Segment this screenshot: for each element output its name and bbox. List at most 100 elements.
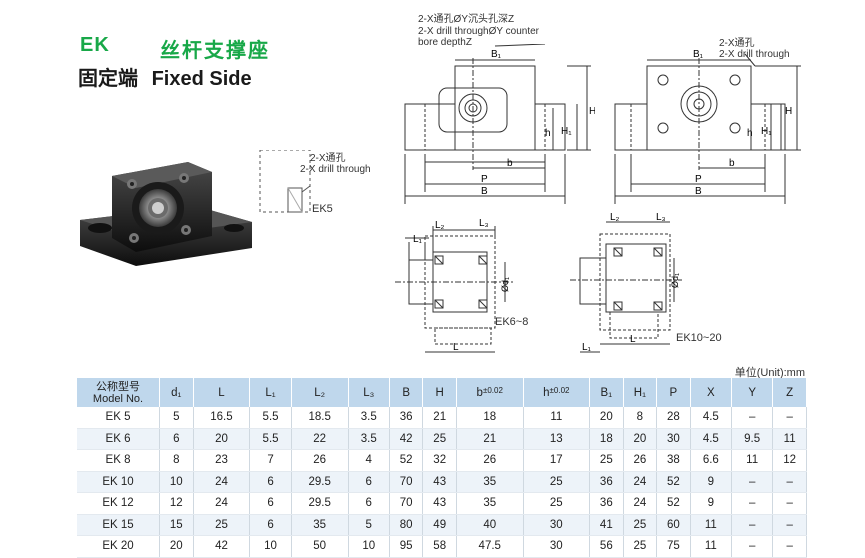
table-cell: 52 — [389, 449, 424, 472]
table-cell: 38 — [656, 449, 691, 472]
dim-b1-right: B₁ — [693, 49, 704, 60]
table-cell: 35 — [456, 471, 524, 493]
table-cell: 18 — [589, 428, 624, 450]
table-cell: 41 — [589, 514, 624, 536]
model-cell: EK 15 — [77, 514, 160, 536]
dim-b-total-right: B — [695, 186, 702, 197]
product-title-cn: 丝杆支撑座 — [160, 40, 270, 62]
table-cell: 20 — [159, 535, 194, 558]
table-cell: 25 — [422, 428, 457, 450]
table-cell: 25 — [523, 471, 591, 493]
table-cell: 3.5 — [348, 407, 390, 429]
dim-d1: Ød₁ — [500, 277, 510, 292]
col-b-small-label: b — [476, 386, 483, 399]
table-cell: 12 — [159, 492, 194, 515]
table-cell: 8 — [159, 449, 194, 472]
model-cell: EK 8 — [77, 449, 160, 472]
table-cell: – — [731, 407, 774, 429]
product-photo — [80, 162, 252, 266]
dim-l-ek10: L — [630, 334, 636, 345]
dim-b: b — [507, 158, 513, 169]
table-cell: 4.5 — [690, 428, 732, 450]
ek5-side-view — [259, 150, 311, 213]
dim-l2: L₂ — [435, 220, 445, 231]
dim-d1-ek10: Ød₁ — [670, 273, 680, 288]
dim-p: P — [481, 174, 488, 185]
table-cell: 25 — [589, 449, 624, 472]
table-cell: 6 — [159, 428, 194, 450]
dim-h1-right: H₁ — [761, 126, 772, 137]
table-cell: 8 — [623, 407, 658, 429]
table-cell: – — [772, 407, 807, 429]
table-cell: 30 — [523, 535, 591, 558]
note-right-cn: 2-X通孔 — [719, 38, 755, 49]
table-cell: 49 — [422, 514, 457, 536]
table-cell: 24 — [193, 471, 251, 493]
col-y: Y — [731, 378, 774, 407]
dim-h-right: H — [785, 106, 792, 117]
table-cell: 30 — [523, 514, 591, 536]
table-cell: 25 — [523, 492, 591, 515]
table-cell: 3.5 — [348, 428, 390, 450]
table-cell: 43 — [422, 492, 457, 515]
table-cell: 9 — [690, 471, 732, 493]
table-cell: – — [772, 471, 807, 493]
col-p: P — [656, 378, 691, 407]
table-cell: 16.5 — [193, 407, 251, 429]
table-cell: 6.6 — [690, 449, 732, 472]
dim-l3: L₃ — [479, 218, 489, 229]
table-cell: 60 — [656, 514, 691, 536]
table-cell: 20 — [623, 428, 658, 450]
table-cell: 18.5 — [291, 407, 349, 429]
table-cell: 9.5 — [731, 428, 774, 450]
table-cell: 43 — [422, 471, 457, 493]
table-cell: 29.5 — [291, 492, 349, 515]
col-b1: B₁ — [589, 378, 624, 407]
table-cell: 56 — [589, 535, 624, 558]
table-cell: 4.5 — [690, 407, 732, 429]
table-cell: 80 — [389, 514, 424, 536]
table-cell: 52 — [656, 471, 691, 493]
table-cell: 70 — [389, 471, 424, 493]
ek5-label: EK5 — [312, 203, 333, 215]
table-cell: 7 — [249, 449, 292, 472]
table-cell: 25 — [623, 514, 658, 536]
dim-l1: L₁ — [413, 234, 423, 245]
table-cell: 21 — [456, 428, 524, 450]
table-cell: 70 — [389, 492, 424, 515]
subtitle-en: Fixed Side — [151, 68, 252, 90]
dim-p-right: P — [695, 174, 702, 185]
dim-h: H — [589, 106, 595, 117]
col-h1: H₁ — [623, 378, 658, 407]
table-cell: 6 — [249, 471, 292, 493]
table-cell: 10 — [348, 535, 390, 558]
front-view-drawing-ek5: B₁ b P B H H₁ h — [614, 49, 801, 204]
table-cell: 11 — [731, 449, 774, 472]
side-view-ek6-8: L₂ L₃ L₁ Ød₁ L — [395, 218, 515, 353]
table-cell: 23 — [193, 449, 251, 472]
table-cell: – — [731, 535, 774, 558]
table-cell: 22 — [291, 428, 349, 450]
ek6-8-label: EK6~8 — [495, 316, 529, 328]
col-model: 公称型号 Model No. — [77, 378, 160, 407]
table-cell: 40 — [456, 514, 524, 536]
dim-b-right: b — [729, 158, 735, 169]
table-cell: 6 — [249, 492, 292, 515]
col-l: L — [193, 378, 251, 407]
table-cell: – — [731, 514, 774, 536]
col-l3: L₃ — [348, 378, 390, 407]
dim-h-small-right: h — [747, 128, 753, 139]
col-h-tolerance: ±0.02 — [549, 385, 570, 395]
note-top-cn: 2-X通孔ØY沉头孔深Z — [418, 14, 515, 25]
table-cell: 52 — [656, 492, 691, 515]
note-right-en: 2-X drill through — [719, 49, 790, 60]
table-cell: 25 — [623, 535, 658, 558]
table-cell: 4 — [348, 449, 390, 472]
table-cell: 10 — [159, 471, 194, 493]
